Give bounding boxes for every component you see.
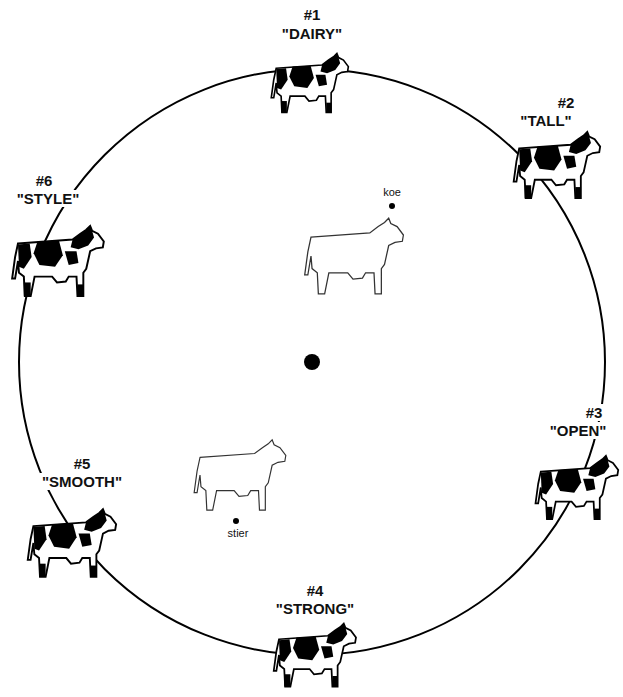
cow-outline-label: koe <box>381 186 403 199</box>
callout-number: #1 <box>302 6 323 23</box>
cow-outline-stier <box>194 440 286 510</box>
marker-dot <box>233 518 239 524</box>
wheel-circle <box>19 69 605 655</box>
cow-trait-label: "STYLE" <box>15 190 82 207</box>
cow-tall <box>514 132 600 198</box>
cow-dairy <box>271 53 348 112</box>
cow-smooth <box>28 509 116 577</box>
marker-dot <box>389 203 395 209</box>
cow-trait-label: "TALL" <box>518 112 573 129</box>
cow-open <box>536 456 619 519</box>
cow-trait-label: "DAIRY" <box>280 25 344 42</box>
callout-number: #5 <box>72 455 93 472</box>
cow-strong <box>274 624 356 687</box>
callout-number: #6 <box>34 172 55 189</box>
cow-style <box>12 226 104 296</box>
cow-trait-label: "OPEN" <box>548 422 609 439</box>
cow-outline-koe <box>305 218 404 294</box>
callout-number: #3 <box>584 404 605 421</box>
center-dot <box>304 354 320 370</box>
cow-outline-label: stier <box>226 527 251 540</box>
cow-trait-label: "SMOOTH" <box>40 473 124 490</box>
cow-trait-label: "STRONG" <box>274 600 356 617</box>
callout-number: #2 <box>556 94 577 111</box>
callout-number: #4 <box>305 582 326 599</box>
